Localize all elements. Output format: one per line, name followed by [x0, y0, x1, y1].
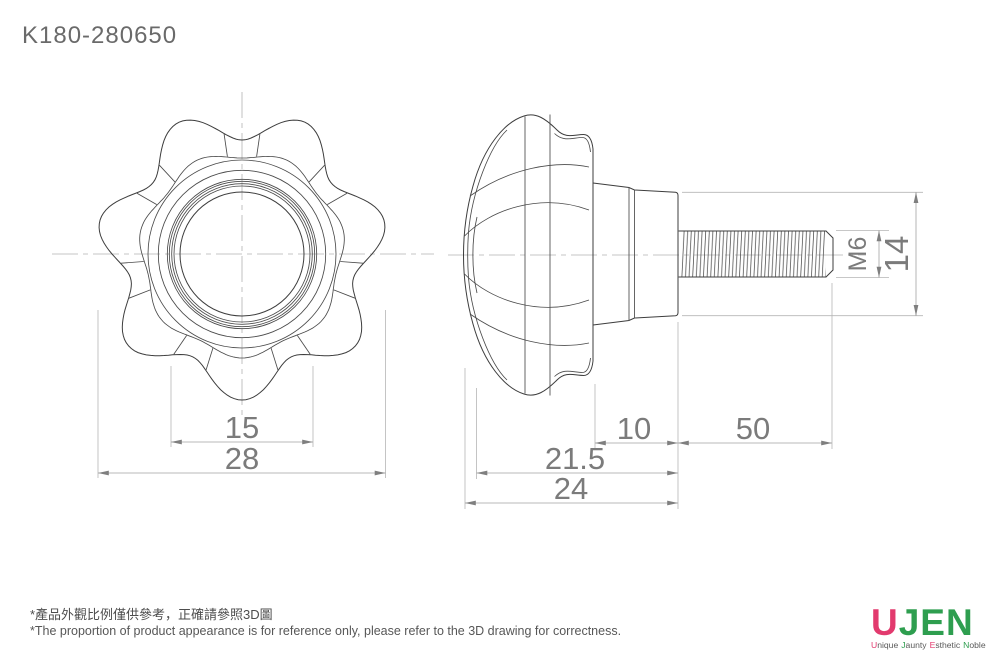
lobe-profile-line — [464, 273, 590, 308]
lobe-radial-edge — [270, 347, 279, 371]
lobe-radial-edge — [128, 289, 151, 299]
knob-circle — [168, 180, 316, 328]
dim-text-15: 15 — [225, 410, 259, 445]
knob-brim-edge — [554, 357, 591, 377]
tagline-initial: N — [963, 640, 970, 650]
dim-text-14: 14 — [878, 236, 915, 273]
knob-concentric-circles — [147, 159, 337, 349]
knob-face-arc — [472, 216, 478, 294]
side-view: M6 14 10 50 21.5 24 — [448, 114, 923, 509]
knob-dome-edge — [467, 129, 508, 381]
knob-circle — [173, 185, 311, 323]
tagline-word: oble — [969, 640, 986, 650]
lobe-profile-line — [464, 202, 590, 237]
footnotes: *產品外觀比例僅供參考，正確請參照3D圖 *The proportion of … — [30, 606, 621, 639]
front-view: 15 28 — [52, 92, 434, 478]
thread-hatching — [681, 231, 826, 277]
knob-circle — [171, 183, 313, 325]
tagline-word: nique — [877, 640, 899, 650]
lobe-radial-edge — [121, 261, 144, 264]
lobe-radial-edge — [340, 261, 363, 264]
brand-wordmark: UJEN — [871, 604, 997, 641]
brand-letters-jen: JEN — [898, 602, 974, 643]
tagline-initial: U — [871, 640, 878, 650]
lobe-radial-edge — [297, 335, 311, 355]
lobe-radial-edge — [308, 164, 325, 183]
front-knob-geometry — [98, 119, 386, 401]
tagline-initial: J — [901, 640, 906, 650]
dim-text-21-5: 21.5 — [545, 441, 605, 476]
knob-circle — [166, 178, 318, 330]
tagline-word: aunty — [905, 640, 927, 650]
dim-text-24: 24 — [554, 471, 588, 506]
lobe-radial-edge — [159, 164, 176, 183]
knob-circle — [157, 169, 327, 339]
tagline-initial: E — [929, 640, 936, 650]
dim-text-10: 10 — [617, 411, 651, 446]
lobe-radial-edge — [333, 289, 356, 299]
lobe-profile-line — [469, 164, 590, 197]
knob-circle — [147, 159, 337, 349]
dim-text-28: 28 — [225, 441, 259, 476]
knob-face-ring — [139, 155, 345, 359]
footnote-english: *The proportion of product appearance is… — [30, 624, 622, 638]
thread-end-chamfer — [825, 230, 834, 278]
knob-head-outline — [462, 114, 594, 396]
knob-bore-circle — [179, 191, 305, 317]
dim-text-m6: M6 — [844, 237, 872, 272]
footnote-chinese: *產品外觀比例僅供參考，正確請參照3D圖 — [30, 607, 273, 622]
lobe-profile-line — [469, 313, 590, 346]
star-knob-outline — [98, 119, 386, 401]
lobe-radial-edge — [256, 134, 261, 157]
lobe-radial-edge — [173, 335, 187, 355]
lobe-radial-edge — [136, 192, 158, 205]
lobe-radial-edge — [205, 347, 214, 371]
knob-brim-edge — [554, 133, 591, 153]
boss-outline — [592, 182, 679, 326]
tagline-word: sthetic — [935, 640, 961, 650]
part-number-title: K180-280650 — [22, 22, 178, 49]
brand-letter-u: U — [871, 602, 899, 643]
dim-text-50: 50 — [736, 411, 770, 446]
lobe-radial-edge — [223, 134, 228, 157]
lobe-radial-edge — [326, 192, 348, 205]
threaded-stud — [678, 230, 834, 278]
